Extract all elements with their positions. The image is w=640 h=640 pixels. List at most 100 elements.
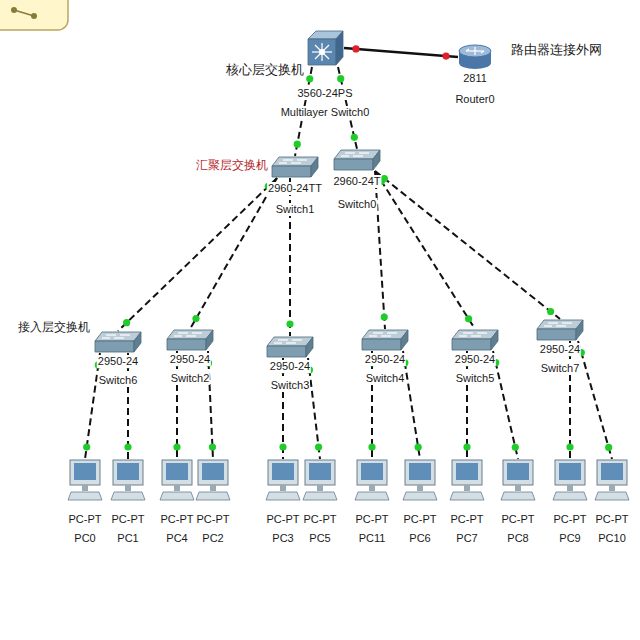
link-light — [337, 75, 344, 82]
monitor — [162, 460, 192, 485]
model-name: PC-PT — [303, 513, 338, 526]
link-light — [368, 443, 375, 450]
screen — [361, 463, 383, 480]
link-light — [83, 444, 90, 451]
device-label: PC-PT PC1 — [111, 513, 146, 545]
icon-face — [491, 330, 498, 350]
device-name: PC9 — [558, 532, 581, 545]
icon-mark — [481, 51, 484, 53]
crossover-cable — [208, 351, 213, 459]
model-name: 2960-24T — [332, 175, 381, 188]
device-icon — [265, 459, 301, 501]
model-name: 2950-24 — [269, 360, 311, 373]
device-label: PC-PTPC9 — [553, 513, 588, 545]
device-label: 2811Router0 — [454, 72, 495, 106]
icon-mark — [463, 332, 473, 333]
screen — [601, 463, 623, 480]
layer-label: 汇聚层交换机 — [195, 158, 269, 172]
pc-node: PC-PTPC11 — [354, 459, 390, 501]
cable-group — [279, 358, 286, 459]
icon-mark — [477, 332, 487, 333]
link-light — [381, 175, 388, 182]
stand — [369, 485, 375, 491]
model-name: PC-PT — [111, 513, 146, 526]
screen — [74, 463, 96, 480]
stand — [82, 485, 88, 491]
cable-group — [344, 45, 458, 59]
model-name: 2950-24 — [454, 353, 496, 366]
monitor — [503, 460, 533, 485]
crossover-cable — [118, 178, 277, 331]
icon-mark — [471, 335, 481, 336]
cable-group — [83, 353, 102, 459]
pc-node: PC-PTPC2 — [195, 459, 231, 501]
switch-node: 3560-24PSMultilayer Switch0 — [306, 29, 344, 67]
icon-face — [206, 330, 213, 350]
icon-mark — [341, 155, 349, 156]
device-icon — [110, 459, 146, 501]
icon-mark — [562, 322, 572, 323]
monitor — [268, 460, 298, 485]
link-light — [352, 45, 359, 52]
screen — [409, 463, 431, 480]
serial-cable — [344, 48, 458, 57]
icon-mark — [319, 49, 325, 55]
icon-face — [501, 492, 535, 500]
device-icon — [266, 336, 314, 358]
icon-mark — [373, 332, 383, 333]
device-name: PC1 — [116, 532, 139, 545]
pc-node: PC-PTPC5 — [302, 459, 338, 501]
switch-node: 2960-24TSwitch0 — [333, 149, 381, 171]
cable-group — [173, 351, 180, 459]
model-name: PC-PT — [68, 513, 103, 526]
screen — [117, 463, 139, 480]
crossover-cable — [375, 171, 560, 319]
icon-face — [401, 330, 408, 350]
icon-face — [576, 320, 583, 340]
device-name: Switch0 — [337, 198, 378, 211]
device-icon — [67, 459, 103, 501]
stand — [567, 485, 573, 491]
icon-face — [452, 330, 498, 339]
cable-group — [118, 178, 277, 331]
link-light — [547, 308, 554, 315]
icon-face — [111, 492, 145, 500]
icon-face — [459, 57, 491, 69]
device-name: Router0 — [454, 93, 495, 106]
icon-mark — [278, 339, 288, 340]
device-label: 2950-24Switch2 — [169, 353, 211, 385]
stand — [280, 485, 286, 491]
icon-face — [95, 332, 141, 341]
device-name: PC8 — [506, 532, 529, 545]
device-name: PC2 — [201, 532, 224, 545]
device-icon — [354, 459, 390, 501]
monitor — [357, 460, 387, 485]
device-name: Switch7 — [540, 362, 581, 375]
device-label: PC-PTPC5 — [303, 513, 338, 545]
icon-mark — [274, 342, 282, 343]
link-light — [123, 319, 130, 326]
icon-face — [167, 339, 206, 350]
device-label: PC-PTPC2 — [196, 513, 231, 545]
stand — [464, 485, 470, 491]
link-light — [124, 443, 131, 450]
device-label: 2960-24T Switch0 — [332, 175, 381, 211]
cable-group — [124, 353, 131, 459]
monitor — [597, 460, 627, 485]
cable-group — [306, 358, 322, 459]
icon-mark — [297, 159, 307, 160]
cable-group — [578, 341, 613, 459]
device-icon — [500, 459, 536, 501]
icon-mark — [381, 335, 391, 336]
device-icon — [166, 329, 214, 351]
device-name: Switch5 — [455, 372, 496, 385]
device-label: PC-PTPC3 — [266, 513, 301, 545]
router-note: 路由器连接外网 — [510, 42, 603, 58]
device-name: PC10 — [597, 532, 627, 545]
device-label: PC-PTPC8 — [501, 513, 536, 545]
crossover-cable — [403, 351, 420, 459]
icon-mark — [292, 339, 302, 340]
model-name: 2811 — [462, 72, 488, 85]
device-label: 2950-24Switch6 — [97, 355, 139, 387]
screen — [507, 463, 529, 480]
